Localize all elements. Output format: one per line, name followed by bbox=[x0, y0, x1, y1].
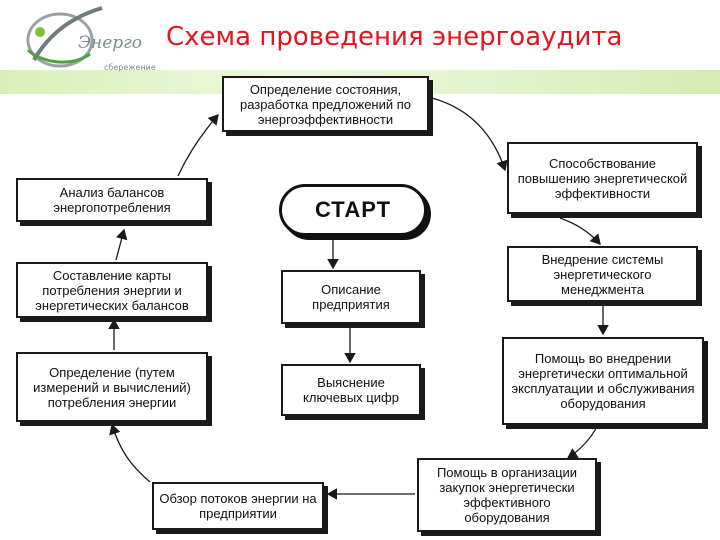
node-measurement: Определение (путем измерений и вычислени… bbox=[16, 352, 208, 422]
arrow-flows-to-measure bbox=[109, 423, 151, 483]
node-key-figures: Выяснение ключевых цифр bbox=[281, 364, 421, 416]
node-promote-efficiency: Способствование повышению энергетической… bbox=[507, 142, 698, 214]
node-energy-management: Внедрение системы энергетического менедж… bbox=[507, 246, 698, 302]
arrow-promote-to-ems bbox=[559, 217, 601, 245]
arrow-state-to-promote bbox=[431, 97, 508, 172]
node-enterprise-description: Описание предприятия bbox=[281, 270, 421, 324]
node-energy-map: Составление карты потребления энергии и … bbox=[16, 262, 208, 318]
arrow-maps-to-analysis bbox=[115, 228, 128, 261]
logo-text: Энерго bbox=[78, 33, 142, 53]
arrow-analysis-to-state bbox=[177, 114, 219, 177]
logo: Энерго сбережение bbox=[20, 2, 170, 74]
logo-subtext: сбережение bbox=[104, 63, 156, 72]
page-title: Схема проведения энергоаудита bbox=[166, 22, 623, 52]
arrow-help-to-procure bbox=[566, 424, 599, 459]
node-state-assessment: Определение состояния, разработка предло… bbox=[222, 76, 429, 132]
start-node: СТАРТ bbox=[279, 184, 427, 236]
node-energy-flows: Обзор потоков энергии на предприятии bbox=[152, 482, 324, 530]
node-help-operation: Помощь во внедрении энергетически оптима… bbox=[502, 337, 704, 425]
node-balance-analysis: Анализ балансов энергопотребления bbox=[16, 178, 208, 222]
node-procurement: Помощь в организации закупок энергетичес… bbox=[417, 458, 597, 532]
logo-swirl-icon: Энерго сбережение bbox=[26, 6, 156, 72]
